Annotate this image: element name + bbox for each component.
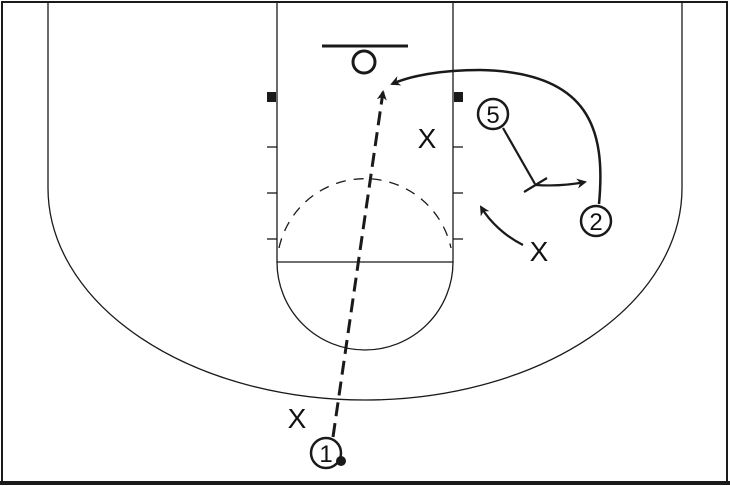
defender-x2: X [530,236,549,267]
free-throw-circle [276,261,454,351]
player-5: 5 [476,97,510,131]
screen-bar [523,177,548,193]
player-2: 2 [579,204,613,238]
player-1: 1 [309,436,346,470]
block-right [454,92,463,102]
block-left [267,92,276,102]
roll-arrow [535,178,587,189]
free-throw-circle-dashed [278,178,452,249]
hash-marks [267,146,463,240]
pass-arrow [331,90,387,438]
screen-path-player-5 [502,127,536,185]
player-1-label: 1 [319,441,332,468]
cut-path-player-2 [390,68,602,205]
lane [276,2,454,263]
defender-move-arrow [479,205,524,246]
rim [351,49,377,75]
player-2-label: 2 [589,209,602,236]
defender-x1: X [418,123,437,154]
three-point-line [47,2,683,401]
ball-icon [336,456,346,466]
player-5-label: 5 [486,102,499,129]
defender-x3: X [288,403,307,434]
